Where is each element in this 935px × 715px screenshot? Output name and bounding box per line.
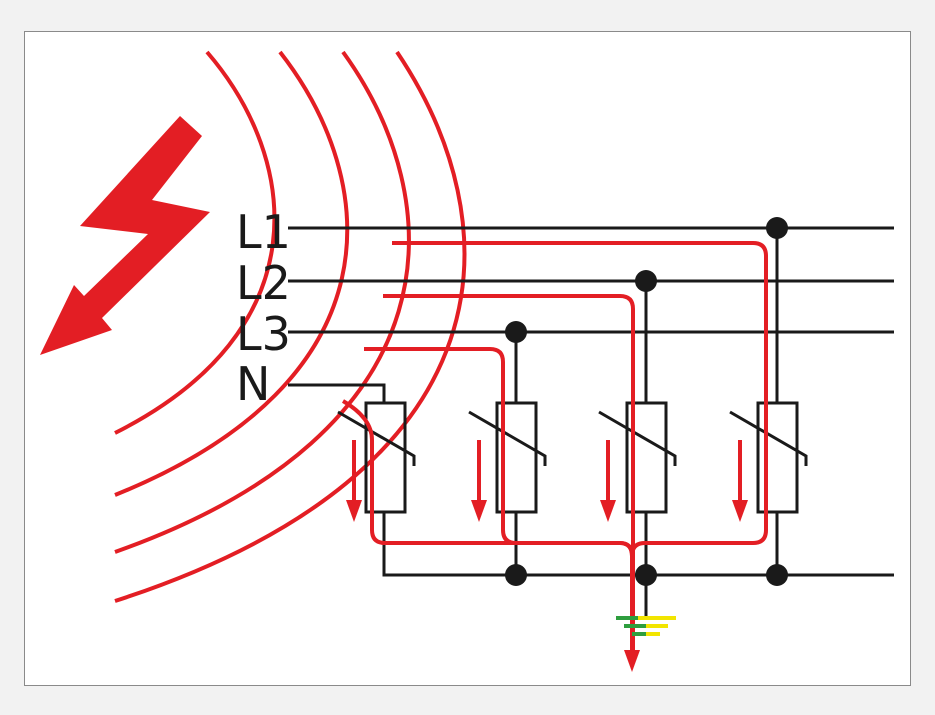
- surge-path-l1: [392, 241, 768, 655]
- surge-arrows: [346, 440, 748, 672]
- field-arc-1: [114, 50, 277, 435]
- varistor-icon: [337, 401, 416, 514]
- pe-bus: [382, 512, 894, 577]
- varistor-icon: [729, 401, 808, 514]
- electromagnetic-field-arcs: [114, 50, 467, 603]
- arrow-down-icon: [346, 440, 362, 522]
- varistors: [337, 401, 808, 514]
- junction-bus-1: [505, 564, 527, 586]
- varistor-icon: [598, 401, 677, 514]
- junction-bus-2: [635, 564, 657, 586]
- field-arc-4: [114, 50, 467, 603]
- junction-l3: [505, 321, 527, 343]
- surge-path-n: [341, 399, 634, 557]
- lightning-bolt-icon: [40, 116, 210, 355]
- arrow-down-icon: [624, 650, 640, 672]
- arrow-down-icon: [732, 440, 748, 522]
- arrow-down-icon: [600, 440, 616, 522]
- arrow-down-icon: [471, 440, 487, 522]
- field-arc-2: [114, 50, 350, 497]
- surge-current-paths: [341, 241, 768, 655]
- conductor-n: [288, 383, 386, 403]
- junction-bus-3: [766, 564, 788, 586]
- junction-dots: [505, 217, 788, 586]
- label-l3: L3: [236, 307, 291, 361]
- junction-l2: [635, 270, 657, 292]
- surge-path-l2: [383, 294, 635, 655]
- field-arc-3: [114, 50, 411, 554]
- label-l1: L1: [236, 205, 291, 259]
- junction-l1: [766, 217, 788, 239]
- label-l2: L2: [236, 256, 291, 310]
- earth-ground-icon: [616, 616, 676, 636]
- label-n: N: [236, 357, 270, 411]
- conductors: [288, 226, 894, 618]
- varistor-icon: [468, 401, 547, 514]
